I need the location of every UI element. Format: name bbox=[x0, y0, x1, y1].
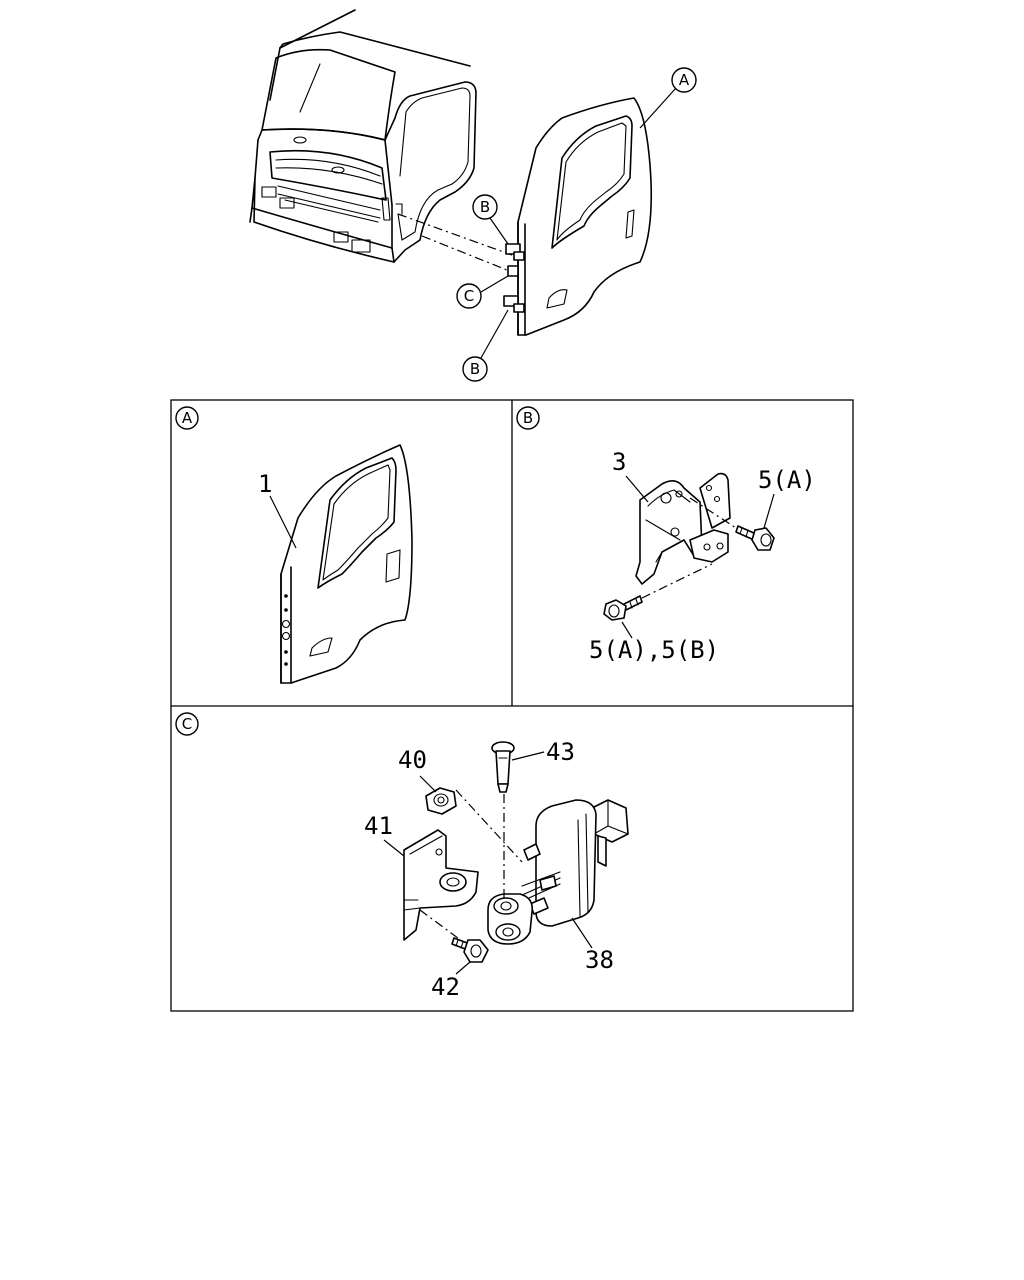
part-label-38: 38 bbox=[585, 946, 614, 974]
svg-text:B: B bbox=[523, 409, 533, 427]
bracket-part-41 bbox=[403, 829, 479, 941]
panel-A: A 1 bbox=[175, 406, 413, 684]
svg-text:B: B bbox=[480, 198, 490, 216]
panel-A-tag: A bbox=[175, 406, 199, 430]
callout-B-upper: B bbox=[472, 194, 509, 245]
door-overview-illustration bbox=[503, 97, 653, 336]
alignment-line bbox=[455, 789, 523, 863]
nut-part-40 bbox=[425, 787, 457, 815]
panel-C-tag: C bbox=[175, 712, 199, 736]
detail-panels-frame bbox=[170, 399, 854, 1012]
callout-B-lower: B bbox=[462, 309, 509, 382]
part-label-43: 43 bbox=[546, 738, 575, 766]
alignment-line bbox=[419, 909, 467, 945]
svg-text:A: A bbox=[679, 71, 690, 89]
alignment-line bbox=[641, 563, 713, 599]
panel-B-tag: B bbox=[516, 406, 540, 430]
truck-cab-illustration bbox=[249, 9, 477, 263]
door-panel-part-1 bbox=[280, 444, 413, 684]
part-label-3: 3 bbox=[612, 448, 626, 476]
svg-text:A: A bbox=[182, 409, 193, 427]
bolt-part-5A-right bbox=[735, 525, 775, 551]
part-label-5A: 5(A) bbox=[758, 466, 816, 494]
part-label-42: 42 bbox=[431, 973, 460, 1001]
part-label-41: 41 bbox=[364, 812, 393, 840]
callout-C-overview: C bbox=[456, 275, 509, 309]
alignment-line bbox=[421, 235, 513, 273]
alignment-line bbox=[397, 213, 513, 256]
bolt-part-5A-5B-lower bbox=[603, 595, 643, 621]
callout-A-overview: A bbox=[639, 67, 697, 129]
svg-text:B: B bbox=[470, 360, 480, 378]
pin-part-43 bbox=[491, 741, 515, 793]
part-label-5A-5B: 5(A),5(B) bbox=[589, 636, 719, 664]
svg-text:C: C bbox=[464, 287, 474, 305]
part-label-1: 1 bbox=[258, 470, 272, 498]
svg-text:C: C bbox=[182, 715, 192, 733]
door-checker-part-38 bbox=[487, 799, 629, 945]
alignment-line bbox=[689, 497, 737, 529]
panel-C: C bbox=[175, 712, 629, 1001]
hinge-bracket-part-3 bbox=[635, 472, 731, 585]
part-label-40: 40 bbox=[398, 746, 427, 774]
screw-part-42 bbox=[451, 937, 489, 963]
panel-B: B bbox=[516, 406, 816, 664]
